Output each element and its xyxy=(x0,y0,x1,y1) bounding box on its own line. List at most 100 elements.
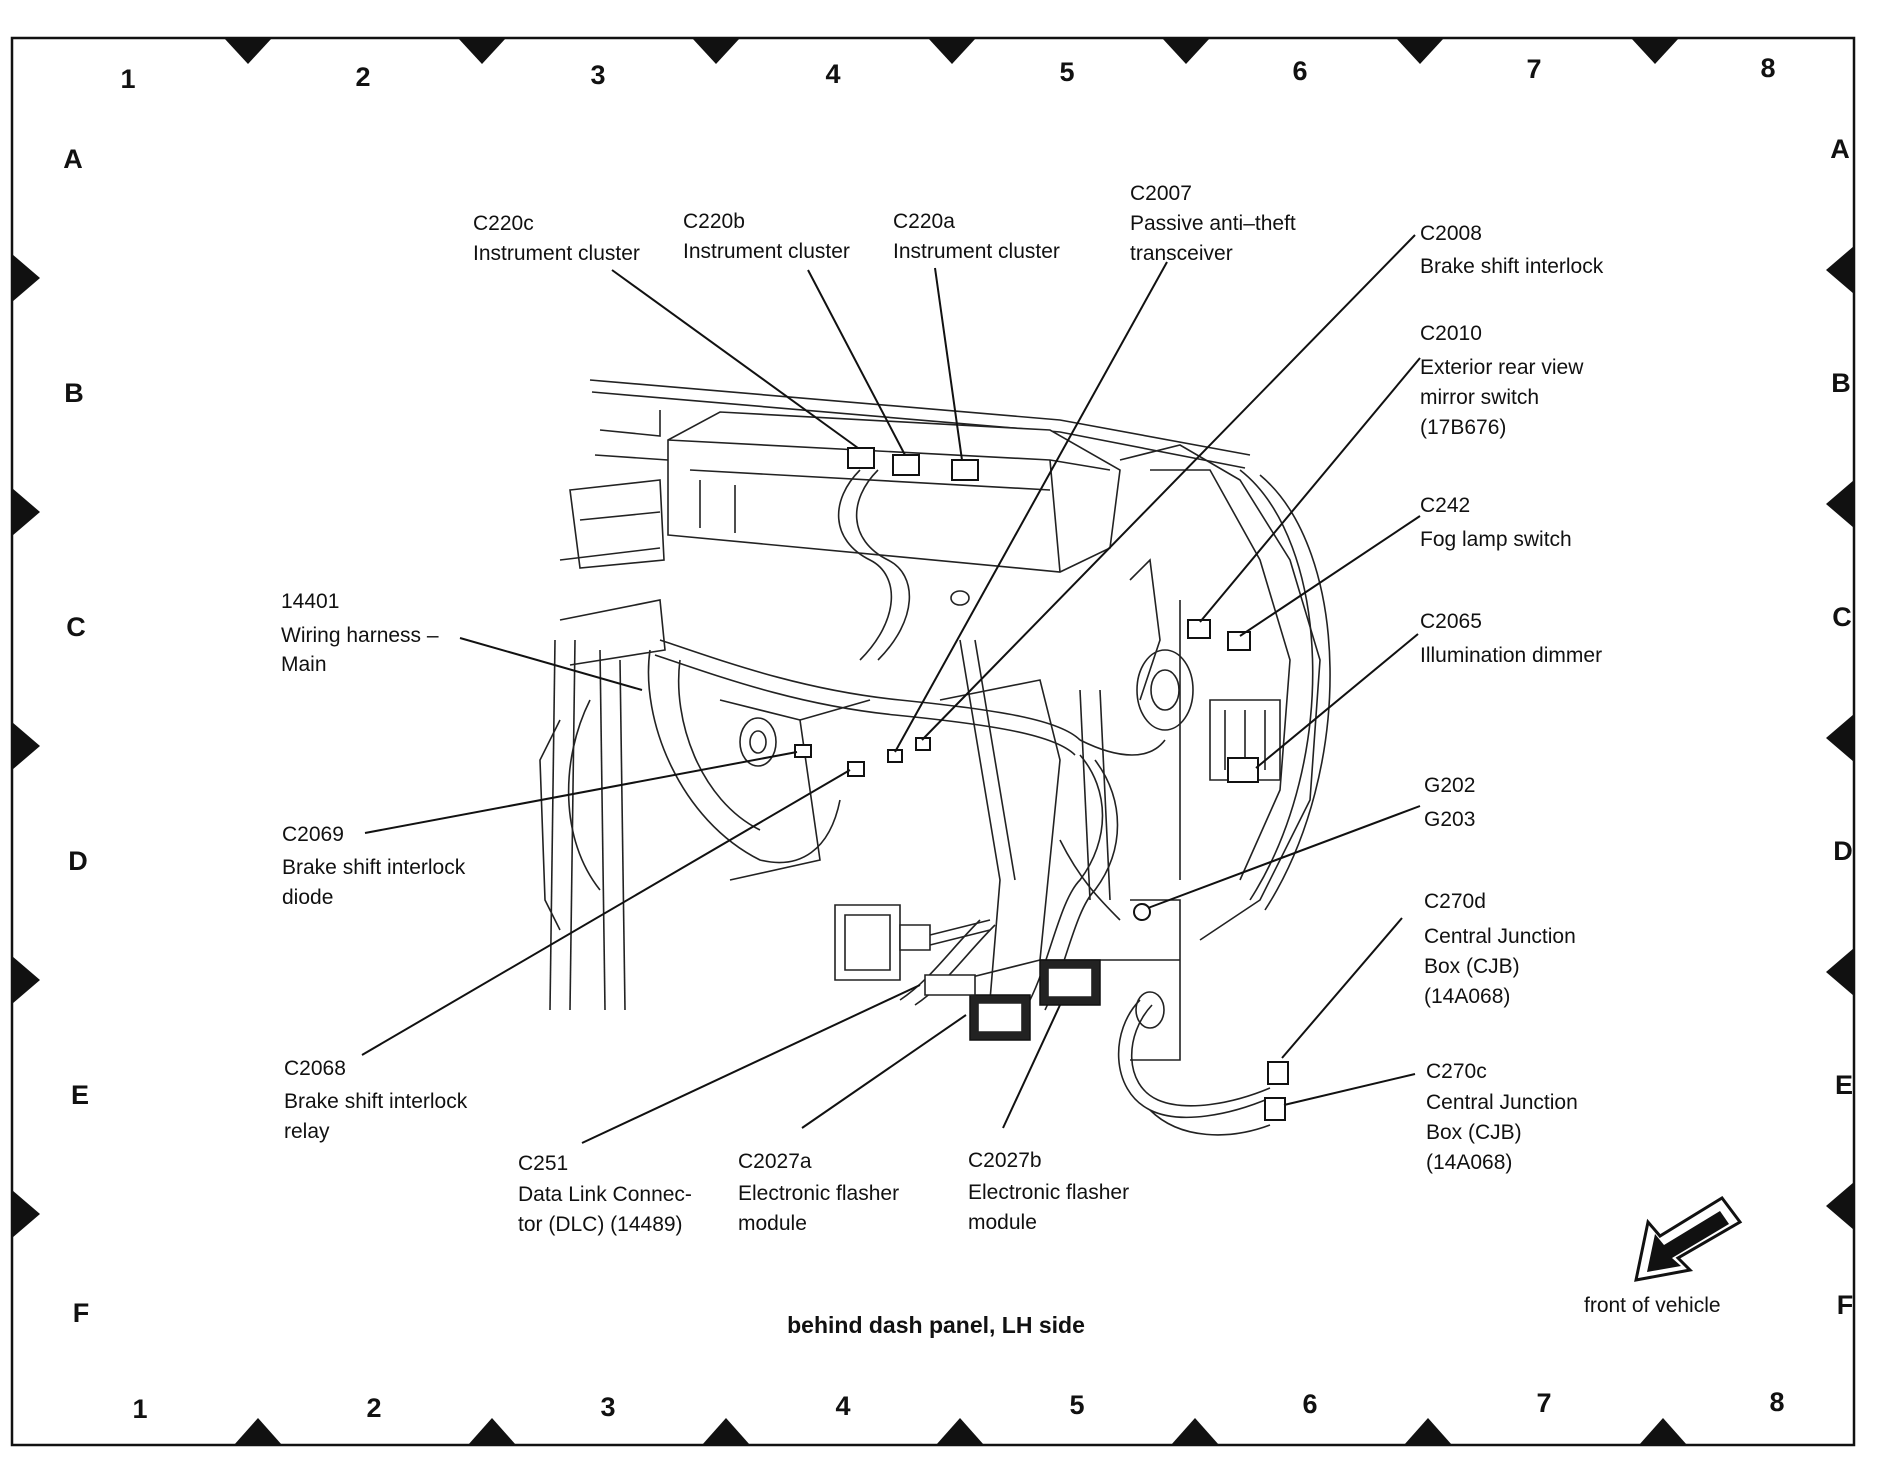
label-c2065: C2065 Illumination dimmer xyxy=(1420,610,1602,667)
c2068-connector-shape xyxy=(847,761,865,777)
label-c2027a-line-1: C2027a xyxy=(738,1150,812,1173)
label-c2027a-line-3: module xyxy=(738,1212,807,1235)
label-c2068-line-2: Brake shift interlock xyxy=(284,1090,468,1113)
row-labels-left: A B C D E F xyxy=(63,144,89,1328)
col-label-bottom-4: 4 xyxy=(835,1391,850,1421)
row-labels-right: A B C D E F xyxy=(1830,134,1853,1320)
col-label-bottom-7: 7 xyxy=(1536,1388,1551,1418)
label-c242-line-2: Fog lamp switch xyxy=(1420,528,1572,551)
label-c251-line-2: Data Link Connec- xyxy=(518,1183,692,1206)
row-label-left-f: F xyxy=(73,1298,90,1328)
grid-marker-bottom-6 xyxy=(1404,1418,1452,1445)
leader-14401 xyxy=(459,637,643,691)
label-g202-line-2: G203 xyxy=(1424,808,1475,831)
row-label-left-a: A xyxy=(63,144,83,174)
col-label-top-5: 5 xyxy=(1059,57,1074,87)
grid-marker-left-3 xyxy=(12,722,40,770)
col-label-top-2: 2 xyxy=(355,62,370,92)
label-c2068-line-1: C2068 xyxy=(284,1057,346,1080)
grid-marker-top-1 xyxy=(224,38,272,64)
row-label-right-e: E xyxy=(1835,1070,1853,1100)
dash-panel-illustration xyxy=(539,379,1331,1136)
col-label-top-1: 1 xyxy=(120,64,135,94)
label-c270c-line-2: Central Junction xyxy=(1426,1091,1578,1114)
row-label-right-b: B xyxy=(1831,368,1851,398)
col-label-top-6: 6 xyxy=(1292,56,1307,86)
grid-marker-right-1 xyxy=(1826,246,1854,294)
grid-marker-left-5 xyxy=(12,1190,40,1238)
c220b-connector-shape xyxy=(892,454,920,476)
c2065-connector-shape xyxy=(1227,757,1259,783)
c242-connector-shape xyxy=(1227,631,1251,651)
label-14401-line-1: 14401 xyxy=(281,590,339,613)
label-c2027b: C2027b Electronic flasher module xyxy=(968,1149,1135,1234)
col-label-top-7: 7 xyxy=(1526,54,1541,84)
label-c2069-line-3: diode xyxy=(282,886,333,909)
leader-c251 xyxy=(581,984,921,1144)
row-label-left-c: C xyxy=(66,612,86,642)
label-c2069: C2069 Brake shift interlock diode xyxy=(282,823,471,909)
label-c251-line-3: tor (DLC) (14489) xyxy=(518,1213,683,1236)
c270c-connector-shape xyxy=(1264,1097,1286,1121)
label-c2010-line-3: mirror switch xyxy=(1420,386,1539,409)
grid-marker-top-6 xyxy=(1396,38,1444,64)
label-c2007-line-3: transceiver xyxy=(1130,242,1233,265)
label-c270c-line-4: (14A068) xyxy=(1426,1151,1512,1174)
leader-c2008 xyxy=(921,234,1416,741)
grid-marker-top-7 xyxy=(1631,38,1679,64)
leader-c2065 xyxy=(1255,633,1419,769)
label-c2010-line-2: Exterior rear view xyxy=(1420,356,1584,379)
grid-marker-left-4 xyxy=(12,956,40,1004)
leader-c2027b xyxy=(1002,1004,1061,1129)
label-c270d-line-3: Box (CJB) xyxy=(1424,955,1520,978)
label-c251-line-1: C251 xyxy=(518,1152,568,1175)
row-label-right-d: D xyxy=(1833,836,1853,866)
col-label-bottom-5: 5 xyxy=(1069,1390,1084,1420)
row-label-left-b: B xyxy=(64,378,84,408)
grid-marker-right-3 xyxy=(1826,714,1854,762)
label-14401: 14401 Wiring harness – Main xyxy=(281,590,444,676)
label-14401-line-2: Wiring harness – xyxy=(281,624,439,647)
diagram-caption: behind dash panel, LH side xyxy=(787,1312,1085,1338)
leader-c2027a xyxy=(801,1014,967,1129)
grid-marker-left-1 xyxy=(12,254,40,302)
grid-marker-bottom-2 xyxy=(468,1418,516,1445)
col-label-top-8: 8 xyxy=(1760,53,1775,83)
front-of-vehicle-label: front of vehicle xyxy=(1584,1294,1721,1317)
col-label-bottom-6: 6 xyxy=(1302,1389,1317,1419)
c220a-connector-shape xyxy=(951,459,979,481)
leader-c2068 xyxy=(361,769,851,1056)
label-c270c-line-1: C270c xyxy=(1426,1060,1487,1083)
row-label-right-a: A xyxy=(1830,134,1850,164)
label-c220b-line-2: Instrument cluster xyxy=(683,240,850,263)
grid-marker-bottom-3 xyxy=(702,1418,750,1445)
label-c220c-line-1: C220c xyxy=(473,212,534,235)
grid-marker-left-2 xyxy=(12,488,40,536)
label-c220c: C220c Instrument cluster xyxy=(473,212,640,265)
label-g202-line-1: G202 xyxy=(1424,774,1475,797)
label-c270c: C270c Central Junction Box (CJB) (14A068… xyxy=(1426,1060,1584,1174)
col-label-bottom-3: 3 xyxy=(600,1392,615,1422)
grid-marker-top-4 xyxy=(928,38,976,64)
label-c242: C242 Fog lamp switch xyxy=(1420,494,1572,551)
label-c2068-line-3: relay xyxy=(284,1120,330,1143)
label-c2010-line-4: (17B676) xyxy=(1420,416,1506,439)
leader-g202 xyxy=(1147,805,1421,909)
label-c2027a-line-2: Electronic flasher xyxy=(738,1182,899,1205)
leader-c2069 xyxy=(364,751,798,834)
label-c220a-line-1: C220a xyxy=(893,210,955,233)
leader-c2010 xyxy=(1199,357,1421,623)
col-label-bottom-1: 1 xyxy=(132,1394,147,1424)
grid-marker-top-3 xyxy=(692,38,740,64)
label-c2008: C2008 Brake shift interlock xyxy=(1420,222,1604,278)
leader-c242 xyxy=(1239,515,1421,637)
row-label-right-c: C xyxy=(1832,602,1852,632)
grid-markers xyxy=(12,38,1854,1445)
label-c270d-line-4: (14A068) xyxy=(1424,985,1510,1008)
leader-c2007 xyxy=(894,261,1168,753)
label-c2065-line-2: Illumination dimmer xyxy=(1420,644,1602,667)
col-label-bottom-8: 8 xyxy=(1769,1387,1784,1417)
label-c2027b-line-2: Electronic flasher xyxy=(968,1181,1129,1204)
column-labels-bottom: 1 2 3 4 5 6 7 8 xyxy=(132,1387,1784,1424)
